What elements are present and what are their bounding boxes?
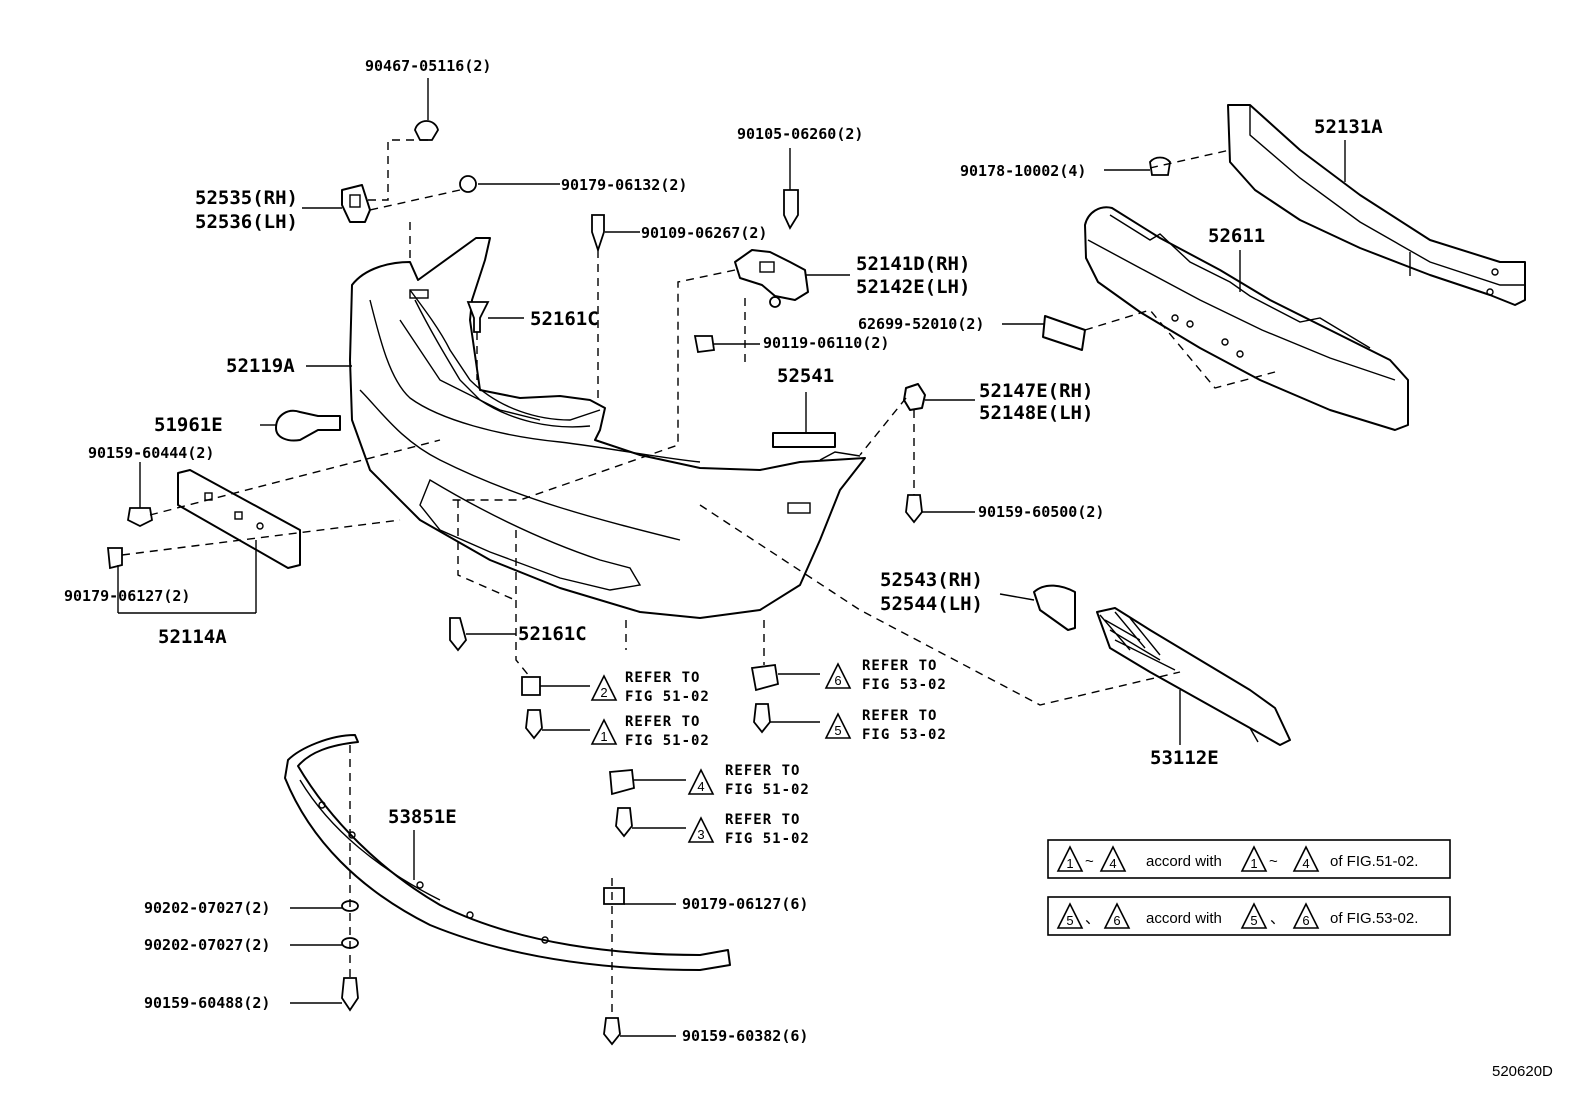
svg-text:6: 6 [1113, 913, 1120, 928]
svg-text:~: ~ [1269, 853, 1278, 870]
svg-text:FIG 51-02: FIG 51-02 [625, 689, 710, 705]
svg-text:of FIG.51-02.: of FIG.51-02. [1330, 853, 1418, 870]
absorber-drawing [1084, 206, 1409, 431]
label-90179-06132: 90179-06132(2) [561, 176, 687, 194]
license-bracket-drawing [177, 469, 301, 569]
label-52131a: 52131A [1314, 116, 1383, 138]
svg-text:FIG 53-02: FIG 53-02 [862, 727, 947, 743]
label-90159-60500: 90159-60500(2) [978, 503, 1104, 521]
svg-text:accord with: accord with [1146, 853, 1222, 870]
label-52541: 52541 [777, 365, 834, 387]
refer-callout-2: 2 REFER TO FIG 51-02 [590, 670, 710, 705]
refer-callout-5: 5 REFER TO FIG 53-02 [824, 708, 947, 743]
label-51961e: 51961E [154, 414, 223, 436]
label-52147e-rh: 52147E(RH) [979, 380, 1093, 402]
label-62699-52010: 62699-52010(2) [858, 315, 984, 333]
label-52114a: 52114A [158, 626, 227, 648]
refer-callouts: 2 REFER TO FIG 51-02 1 REFER TO FIG 51-0… [590, 658, 947, 847]
svg-text:1: 1 [1250, 856, 1257, 871]
diagram-id: 520620D [1492, 1063, 1553, 1080]
reinforcement-drawing [1227, 104, 1526, 306]
label-90105-06260: 90105-06260(2) [737, 125, 863, 143]
refer-callout-3: 3 REFER TO FIG 51-02 [687, 812, 810, 847]
label-52535-rh: 52535(RH) [195, 187, 298, 209]
svg-text:of FIG.53-02.: of FIG.53-02. [1330, 910, 1418, 927]
svg-text:REFER TO: REFER TO [862, 658, 937, 674]
legend-box-53-02: 5 、 6 accord with 5 、 6 of FIG.53-02. [1047, 896, 1451, 936]
plate-62699-drawing [1042, 315, 1086, 351]
refer-callout-4: 4 REFER TO FIG 51-02 [687, 763, 810, 798]
svg-text:4: 4 [1109, 856, 1116, 871]
svg-text:1: 1 [600, 729, 607, 744]
label-52543-rh: 52543(RH) [880, 569, 983, 591]
bracket-52147E-drawing [903, 383, 926, 411]
svg-text:REFER TO: REFER TO [725, 812, 800, 828]
svg-text:1: 1 [1066, 856, 1073, 871]
label-90202-07027-a: 90202-07027(2) [144, 899, 270, 917]
towing-eye-drawing [275, 409, 341, 442]
svg-text:2: 2 [600, 685, 607, 700]
label-53851e: 53851E [388, 806, 457, 828]
svg-text:5: 5 [1250, 913, 1257, 928]
legend-box-51-02: 1 ~ 4 accord with 1 ~ 4 of FIG.51-02. [1047, 839, 1451, 879]
svg-text:FIG 53-02: FIG 53-02 [862, 677, 947, 693]
label-52161c-upper: 52161C [530, 308, 599, 330]
refer-callout-1: 1 REFER TO FIG 51-02 [590, 714, 710, 749]
dashed-lines [121, 139, 1276, 1018]
svg-text:REFER TO: REFER TO [862, 708, 937, 724]
label-90159-60488: 90159-60488(2) [144, 994, 270, 1012]
label-90178-10002: 90178-10002(4) [960, 162, 1086, 180]
label-52119a: 52119A [226, 355, 295, 377]
svg-text:6: 6 [1302, 913, 1309, 928]
svg-text:、: 、 [1270, 910, 1285, 927]
label-53112e: 53112E [1150, 747, 1219, 769]
svg-text:FIG 51-02: FIG 51-02 [625, 733, 710, 749]
label-52536-lh: 52536(LH) [195, 211, 298, 233]
svg-text:FIG 51-02: FIG 51-02 [725, 782, 810, 798]
label-90202-07027-b: 90202-07027(2) [144, 936, 270, 954]
label-52142e-lh: 52142E(LH) [856, 276, 970, 298]
leader-lines [117, 78, 1346, 1037]
svg-text:5: 5 [1066, 913, 1073, 928]
svg-text:accord with: accord with [1146, 910, 1222, 927]
svg-text:REFER TO: REFER TO [625, 714, 700, 730]
side-bracket-drawing [341, 184, 371, 223]
label-90179-06127-2: 90179-06127(2) [64, 587, 190, 605]
seal-52541-drawing [772, 432, 836, 448]
label-52611: 52611 [1208, 225, 1265, 247]
upper-bracket-drawing [734, 249, 809, 308]
svg-text:REFER TO: REFER TO [725, 763, 800, 779]
grille-drawing [1096, 607, 1291, 746]
svg-text:FIG 51-02: FIG 51-02 [725, 831, 810, 847]
label-90159-60444: 90159-60444(2) [88, 444, 214, 462]
svg-text:3: 3 [697, 827, 704, 842]
svg-text:5: 5 [834, 723, 841, 738]
label-90179-06127-6: 90179-06127(6) [682, 895, 808, 913]
label-90159-60382: 90159-60382(6) [682, 1027, 808, 1045]
svg-text:6: 6 [834, 673, 841, 688]
svg-text:4: 4 [1302, 856, 1309, 871]
part-labels: 90467-05116(2) 90179-06132(2) 52535(RH) … [64, 57, 1383, 1045]
svg-text:REFER TO: REFER TO [625, 670, 700, 686]
svg-text:、: 、 [1085, 910, 1100, 927]
lamp-cover-drawing [1033, 584, 1076, 631]
label-90119-06110: 90119-06110(2) [763, 334, 889, 352]
bumper-cover-drawing [349, 237, 866, 619]
fasteners [107, 120, 1171, 1046]
svg-text:~: ~ [1085, 853, 1094, 870]
label-52544-lh: 52544(LH) [880, 593, 983, 615]
refer-callout-6: 6 REFER TO FIG 53-02 [824, 658, 947, 693]
svg-text:4: 4 [697, 779, 704, 794]
label-52141d-rh: 52141D(RH) [856, 253, 970, 275]
label-52161c-lower: 52161C [518, 623, 587, 645]
label-90467-05116: 90467-05116(2) [365, 57, 491, 75]
spoiler-drawing [284, 734, 731, 971]
label-90109-06267: 90109-06267(2) [641, 224, 767, 242]
label-52148e-lh: 52148E(LH) [979, 402, 1093, 424]
